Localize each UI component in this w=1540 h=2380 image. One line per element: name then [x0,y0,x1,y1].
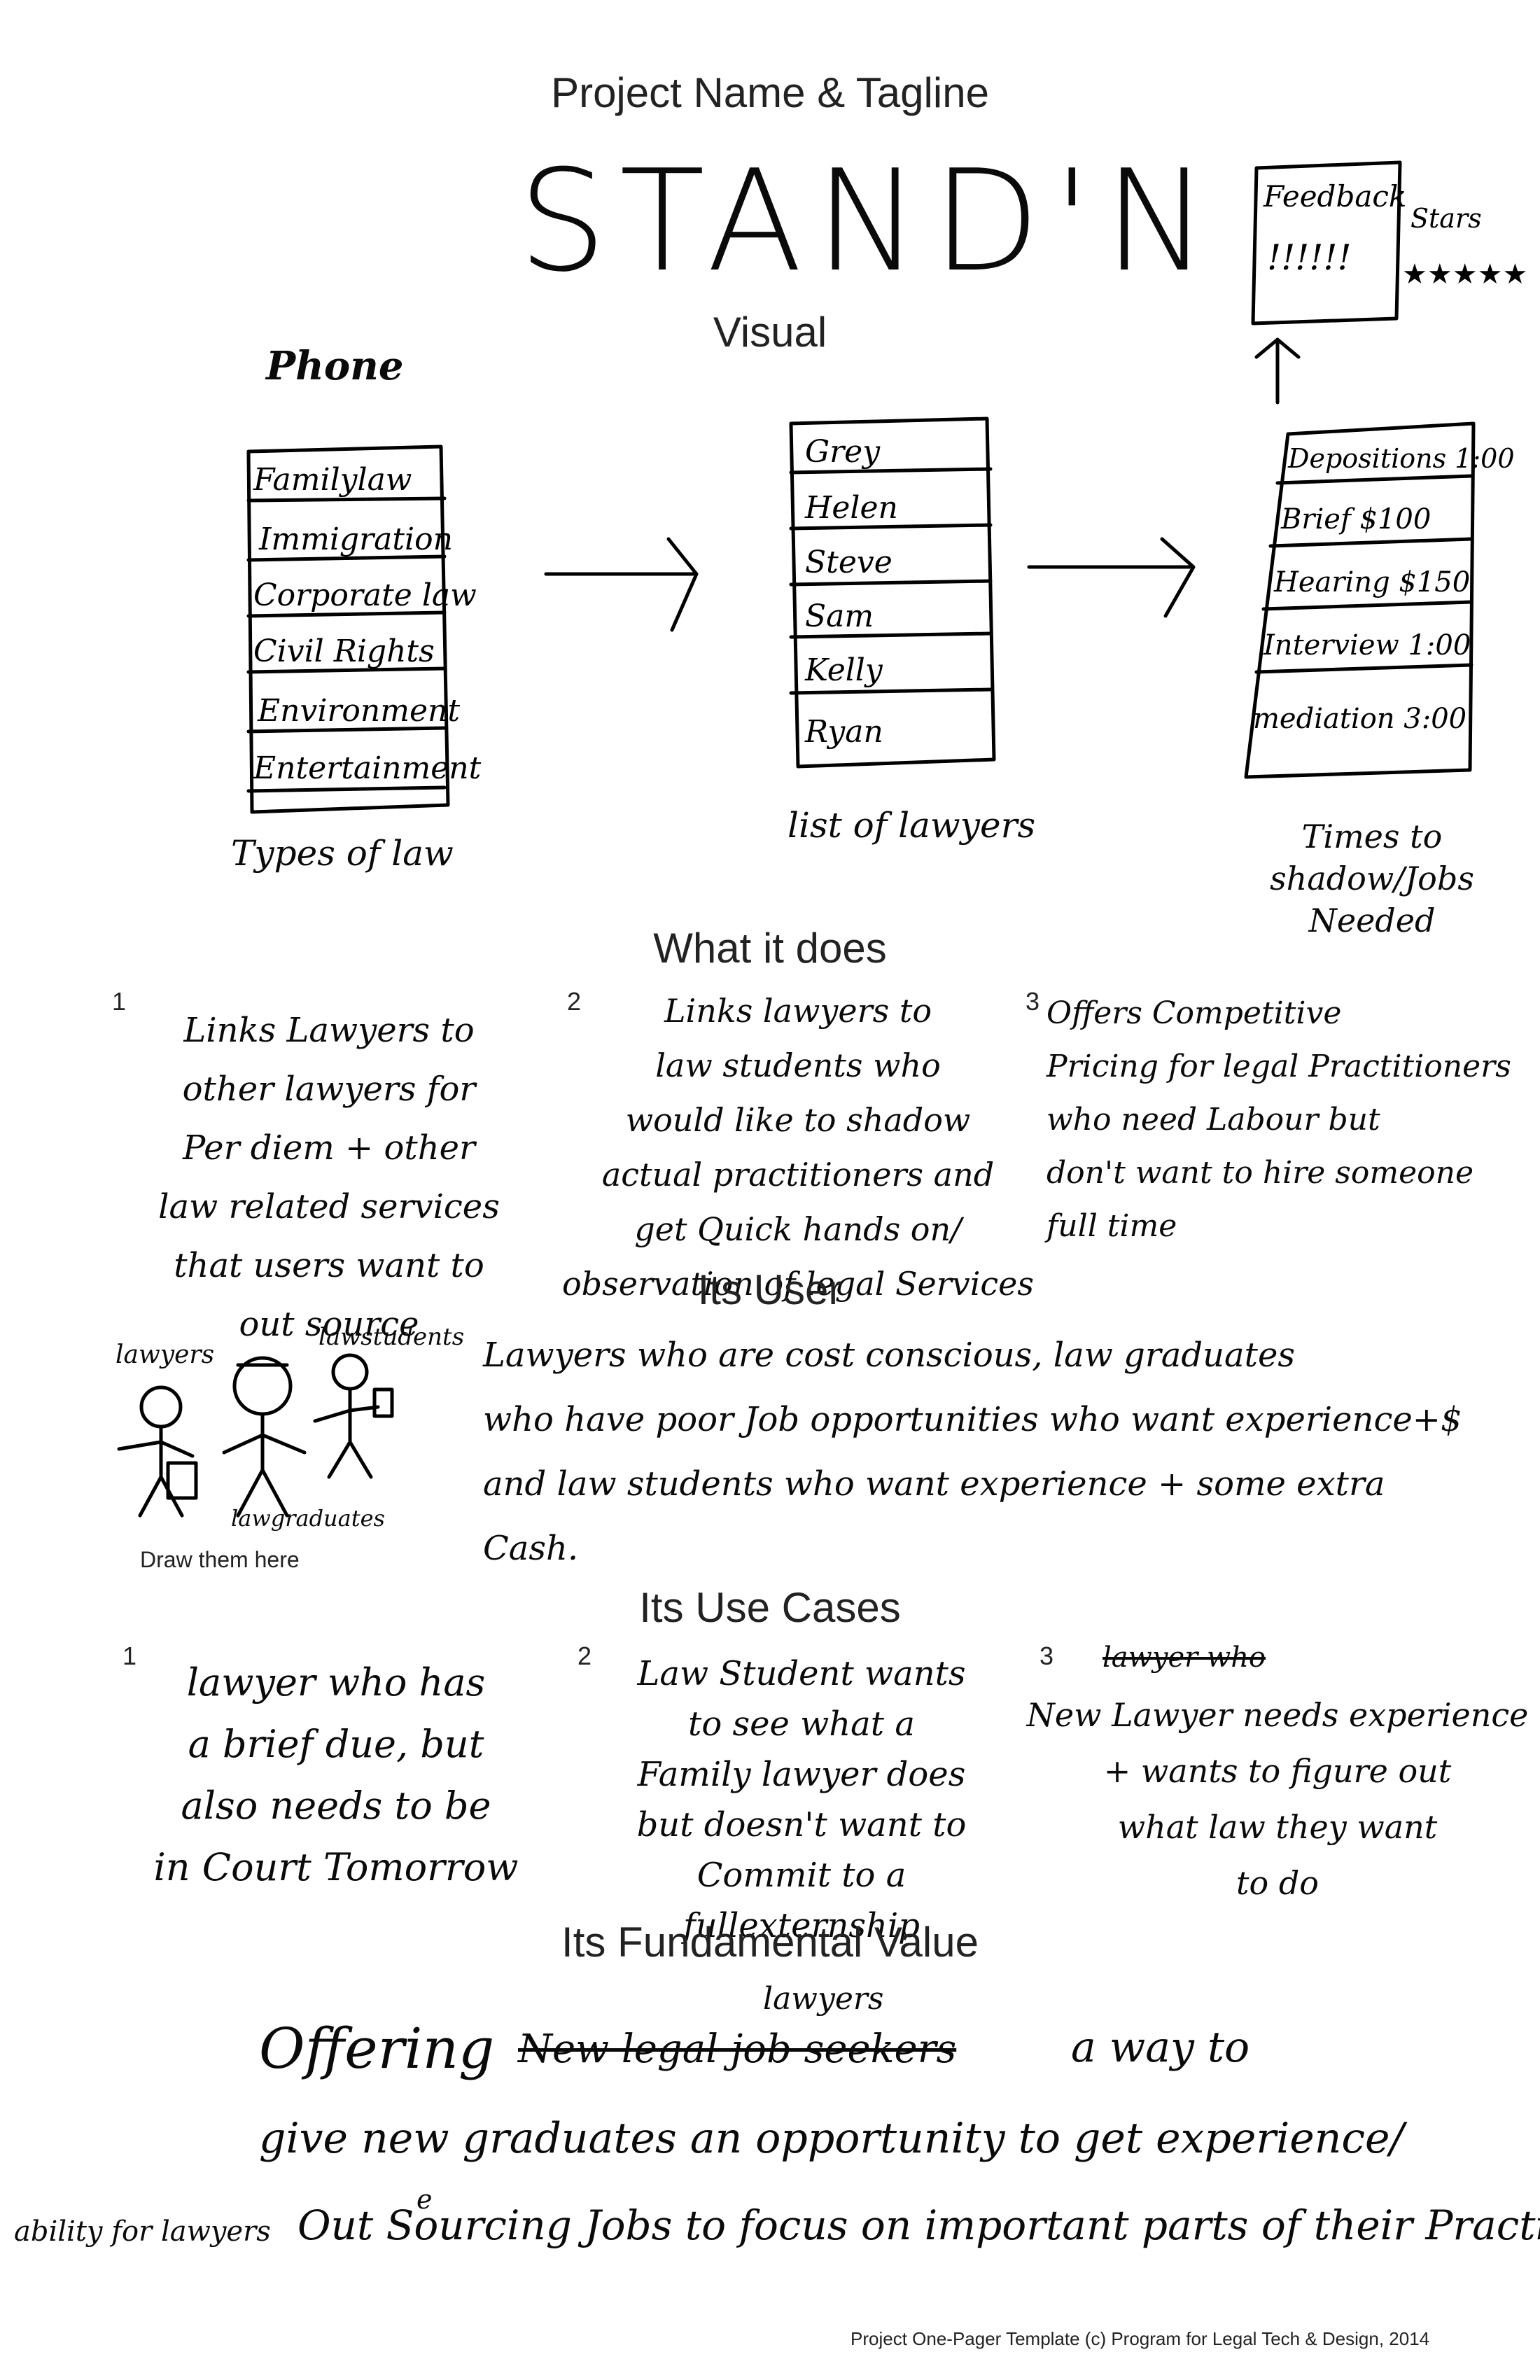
list-item: Ryan [804,714,883,750]
phone-screen-types-of-law [246,444,450,814]
list-item: Grey [805,434,881,470]
heading-what-it-does: What it does [653,925,887,972]
list-item: Depositions 1:00 [1287,443,1515,474]
value-line2: give new graduates an opportunity to get… [259,2114,1404,2163]
law-graduate-figure-icon [222,1356,307,1518]
stars-label: Stars [1410,203,1482,234]
value-line3-prefix: ability for lawyers [14,2216,271,2248]
law-student-figure-icon [313,1353,394,1479]
what-it-does-3: Offers Competitive Pricing for legal Pra… [1046,995,1511,1244]
list-item: Brief $100 [1280,503,1431,536]
arrow-right-icon [1027,537,1196,618]
draw-hint: Draw them here [140,1547,300,1572]
value-insert: lawyers [763,1981,884,2017]
feedback-title: Feedback [1263,179,1406,214]
use-case-3: New Lawyer needs experience + wants to f… [1026,1696,1529,1902]
list-item: Kelly [804,652,883,688]
list-item: Corporate law [253,578,477,613]
list-item: Immigration [258,522,453,557]
list-item: Interview 1:00 [1263,629,1471,662]
heading-project-name: Project Name & Tagline [551,69,989,116]
caption-list-of-lawyers: list of lawyers [788,805,1036,846]
list-item: Civil Rights [253,634,435,669]
caption-types-of-law: Types of law [231,833,454,874]
what-it-does-2: Links lawyers to law students who would … [561,992,1034,1303]
heading-use-cases: Its Use Cases [639,1584,901,1631]
list-item: Hearing $150 [1273,566,1470,598]
footer-copyright: Project One-Pager Template (c) Program f… [850,2328,1430,2349]
label-law-graduates: lawgraduates [231,1505,385,1532]
list-item: Environment [257,693,460,729]
list-item: Entertainment [253,750,482,786]
feedback-screen [1251,160,1402,326]
item-number: 1 [122,1642,137,1670]
list-item: Familylaw [253,462,412,498]
value-line3-insert: e [416,2184,433,2215]
phone-screen-list-of-lawyers [789,416,996,769]
heading-its-user: Its User [697,1266,843,1313]
arrow-up-icon [1254,337,1301,405]
label-law-students: lawstudents [318,1323,465,1351]
item-number: 3 [1040,1642,1054,1670]
heading-fundamental-value: Its Fundamental Value [561,1919,979,1966]
list-item: Steve [805,545,892,580]
lawyer-figure-icon [117,1385,198,1518]
phone-screen-jobs [1244,421,1476,779]
value-struck: New legal job seekers [518,2026,957,2072]
item-number: 2 [567,987,582,1016]
item-number: 1 [112,987,127,1016]
arrow-right-icon [544,537,699,632]
user-stick-figures [117,1353,394,1518]
value-word1: Offering [259,2016,495,2081]
value-rest1: a way to [1071,2023,1250,2072]
caption-jobs: Times to shadow/Jobs Needed [1270,818,1474,939]
list-item: Sam [805,598,874,634]
item-number: 2 [578,1642,592,1670]
value-line3: Out Sourcing Jobs to focus on important … [298,2202,1540,2249]
its-user-text: Lawyers who are cost conscious, law grad… [483,1336,1462,1568]
label-lawyers: lawyers [115,1340,215,1369]
use-case-2: Law Student wants to see what a Family l… [636,1654,967,1945]
list-item: mediation 3:00 [1253,703,1466,735]
item-number: 3 [1026,987,1040,1016]
list-item: Helen [804,490,898,526]
heading-visual: Visual [713,309,827,356]
what-it-does-1: Links Lawyers to other lawyers for Per d… [158,1011,500,1344]
phone-label: Phone [266,343,404,389]
project-name: STAND'N [518,140,1222,303]
star-rating-icon: ★★★★★ [1402,258,1527,290]
visual-sketch: Familylaw Immigration Corporate law Civi… [246,160,1527,814]
feedback-marks: !!!!!! [1267,237,1352,278]
use-case-1: lawyer who has a brief due, but also nee… [153,1660,519,1889]
use-case-3-struck: lawyer who [1102,1642,1266,1674]
